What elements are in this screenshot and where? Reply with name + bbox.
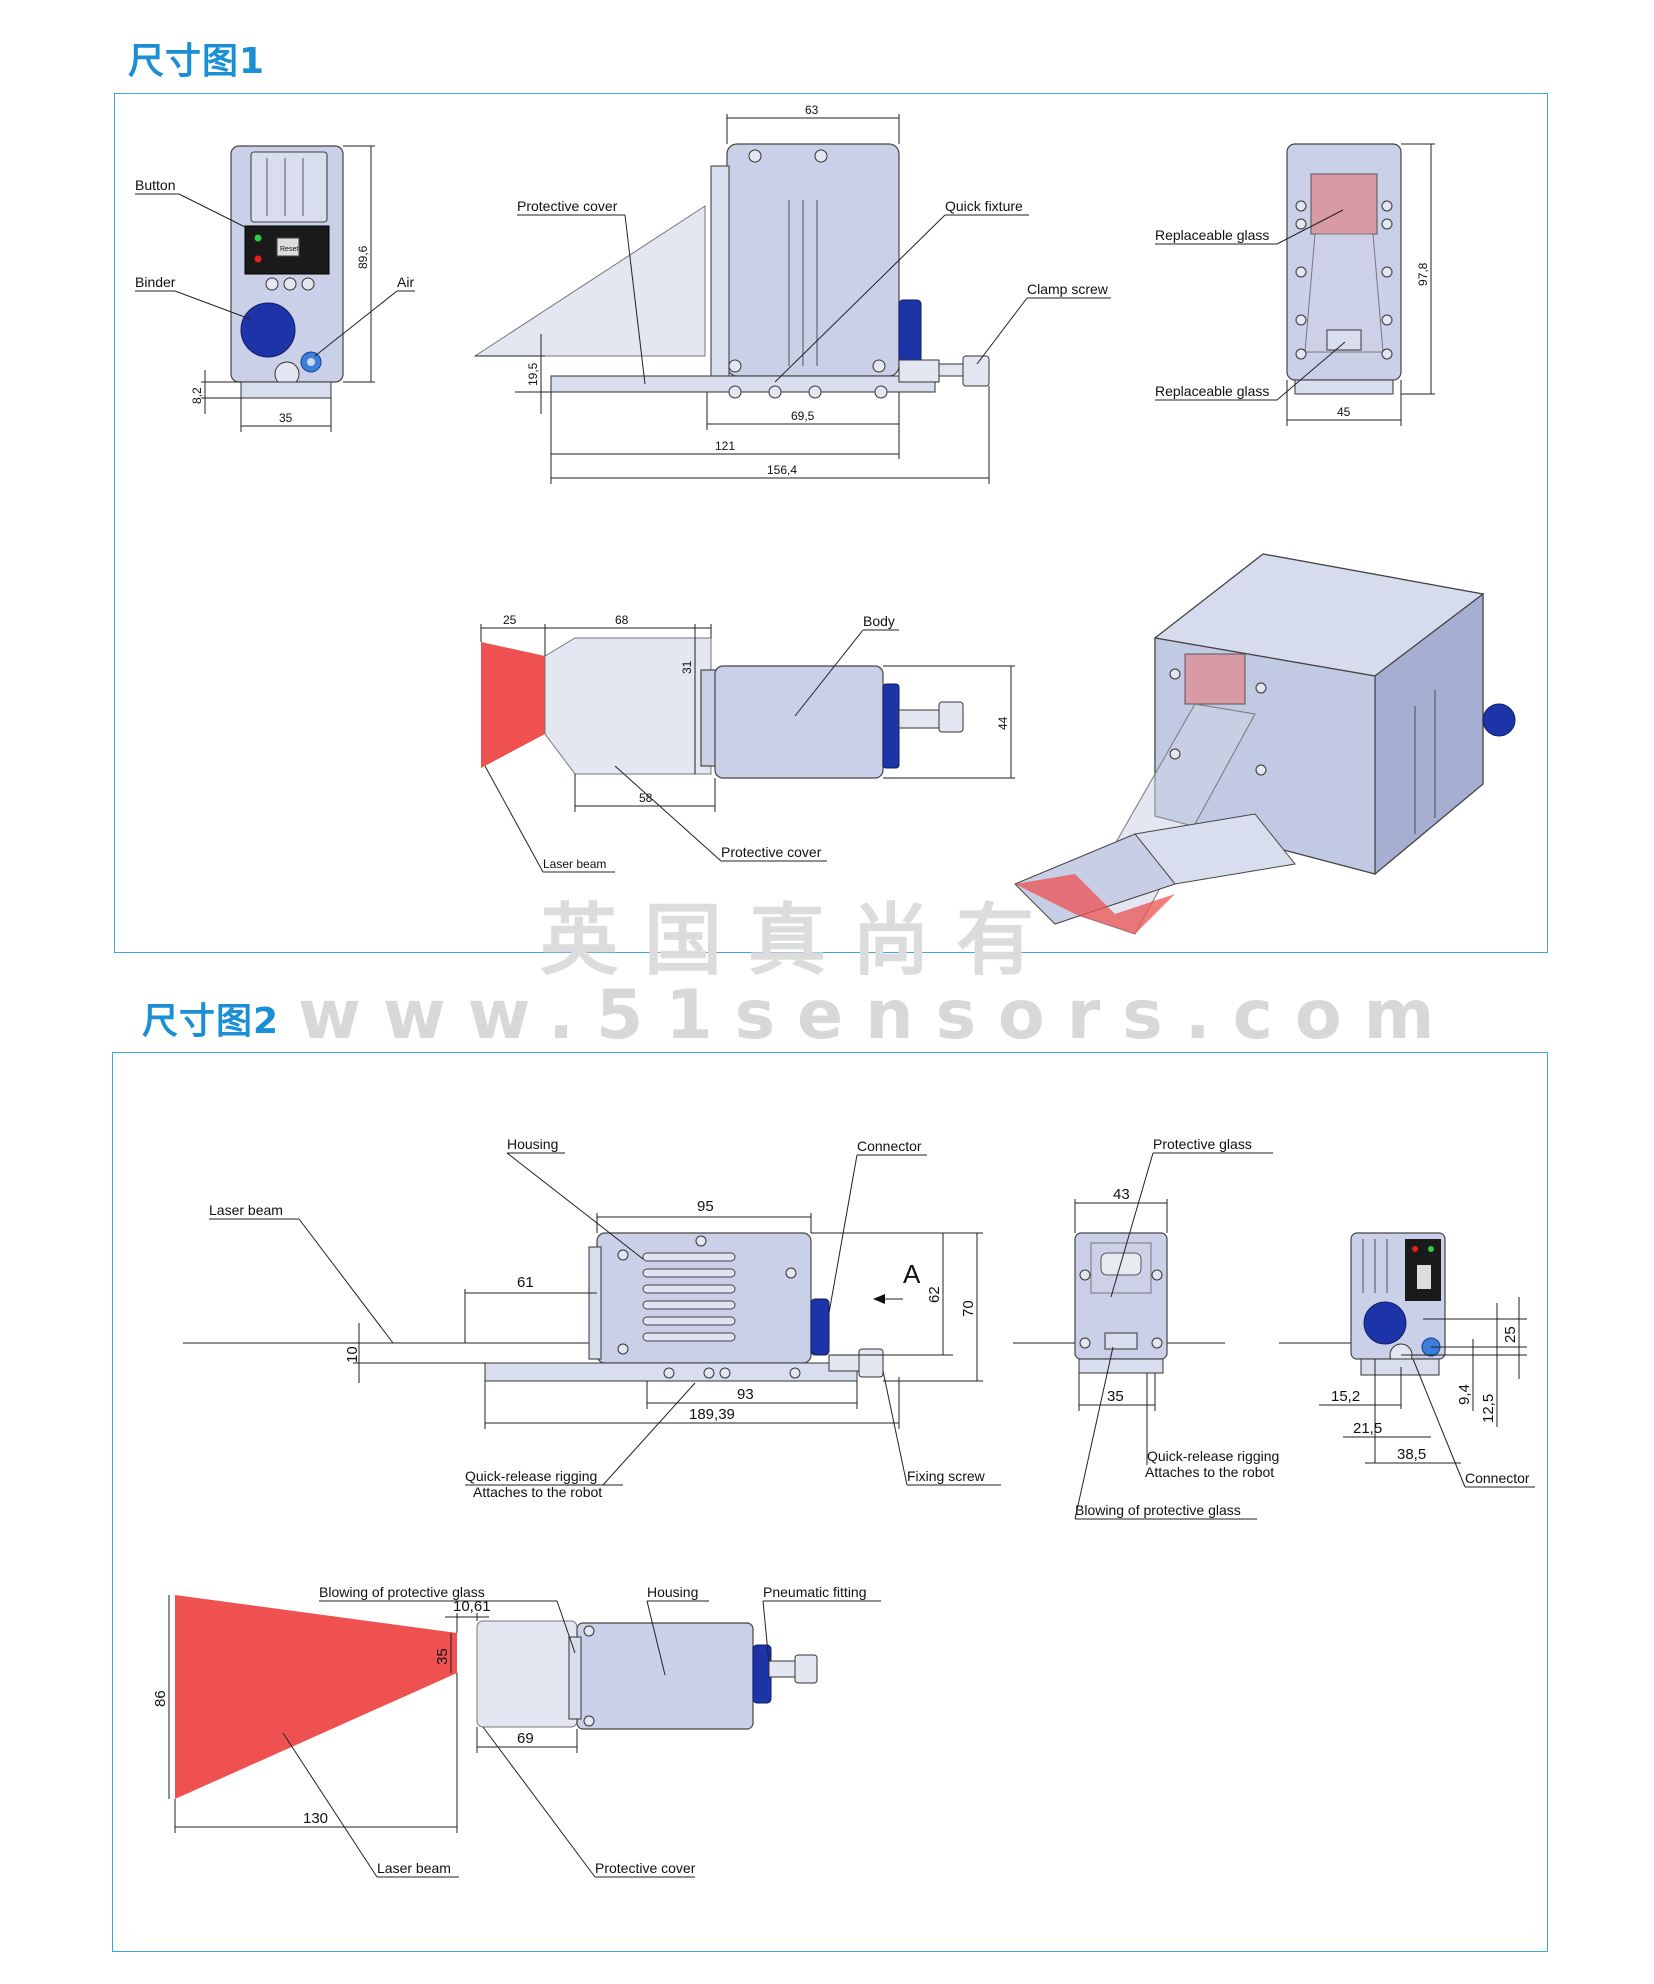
rear-view: 97,8 45 Replaceable glass Replaceable gl… bbox=[1155, 143, 1435, 426]
s2-front-view: 43 35 Protective glass Quick-release rig… bbox=[1013, 1136, 1279, 1520]
watermark-cn: 英国真尚有 bbox=[540, 896, 1061, 986]
s2-dim-95: 95 bbox=[697, 1198, 714, 1215]
body-label: Body bbox=[863, 613, 895, 629]
s2-quick-release-b2: Attaches to the robot bbox=[1145, 1464, 1274, 1480]
dim-35: 35 bbox=[279, 411, 293, 425]
laser-beam-label: Laser beam bbox=[543, 857, 606, 871]
s2-connector-right-label: Connector bbox=[1465, 1470, 1530, 1486]
dim-44: 44 bbox=[996, 716, 1010, 730]
s2-dim-10: 10 bbox=[344, 1346, 361, 1363]
reset-label: Reset bbox=[280, 246, 298, 253]
section-1-panel: Reset 89,6 8,2 35 Button Binder Air bbox=[114, 93, 1548, 953]
dim-19-5: 19,5 bbox=[526, 362, 540, 386]
dim-58: 58 bbox=[639, 791, 653, 805]
iso-view bbox=[1014, 553, 1516, 935]
view-a-label: A bbox=[903, 1259, 921, 1289]
s2-quick-release-b1: Quick-release rigging bbox=[1147, 1448, 1279, 1464]
s2-dim-69: 69 bbox=[517, 1730, 534, 1747]
s2-quick-release-1: Quick-release rigging bbox=[465, 1468, 597, 1484]
s2-connector-label: Connector bbox=[857, 1138, 922, 1154]
dim-97-8: 97,8 bbox=[1416, 262, 1430, 286]
dim-121: 121 bbox=[715, 439, 735, 453]
s2-protective-cover-label: Protective cover bbox=[595, 1860, 696, 1876]
dim-31: 31 bbox=[680, 660, 694, 674]
s2-dim-35b: 35 bbox=[434, 1648, 451, 1665]
s2-quick-release-2: Attaches to the robot bbox=[473, 1484, 602, 1500]
section-2-panel: 95 61 10 62 70 A 93 189,39 Housing Conne… bbox=[112, 1052, 1548, 1952]
button-label: Button bbox=[135, 177, 175, 193]
quick-fixture-label: Quick fixture bbox=[945, 198, 1023, 214]
replaceable-glass-top-label: Replaceable glass bbox=[1155, 227, 1269, 243]
section-2-drawing: 95 61 10 62 70 A 93 189,39 Housing Conne… bbox=[152, 1136, 1535, 1878]
dim-45: 45 bbox=[1337, 405, 1351, 419]
air-label: Air bbox=[397, 274, 414, 290]
s2-dim-9-4: 9,4 bbox=[1456, 1384, 1473, 1405]
s2-dim-21-5: 21,5 bbox=[1353, 1420, 1382, 1437]
s2-blowing-glass-bottom-label: Blowing of protective glass bbox=[319, 1584, 485, 1600]
s2-side-view: 95 61 10 62 70 A 93 189,39 Housing Conne… bbox=[183, 1136, 1001, 1500]
s2-dim-12-5: 12,5 bbox=[1480, 1394, 1497, 1423]
s2-rear-view: 25 9,4 12,5 15,2 21,5 38,5 Connector bbox=[1279, 1232, 1535, 1488]
s2-dim-86: 86 bbox=[152, 1690, 169, 1707]
s2-fixing-screw-label: Fixing screw bbox=[907, 1468, 986, 1484]
dim-25: 25 bbox=[503, 613, 517, 627]
front-view: Reset 89,6 8,2 35 Button Binder Air bbox=[135, 145, 415, 432]
s2-housing-bottom-label: Housing bbox=[647, 1584, 698, 1600]
s2-dim-93: 93 bbox=[737, 1386, 754, 1403]
protective-cover-bottom-label: Protective cover bbox=[721, 844, 822, 860]
s2-dim-15-2: 15,2 bbox=[1331, 1388, 1360, 1405]
s2-dim-61: 61 bbox=[517, 1274, 534, 1291]
dim-63: 63 bbox=[805, 103, 819, 117]
s2-dim-38-5: 38,5 bbox=[1397, 1446, 1426, 1463]
top-view: 25 68 31 44 58 Body Laser beam Protectiv… bbox=[480, 613, 1015, 873]
s2-laser-beam-bottom-label: Laser beam bbox=[377, 1860, 451, 1876]
s2-dim-35: 35 bbox=[1107, 1388, 1124, 1405]
section-2-title: 尺寸图2 bbox=[142, 1001, 280, 1042]
s2-laser-beam-label: Laser beam bbox=[209, 1202, 283, 1218]
s2-protective-glass-label: Protective glass bbox=[1153, 1136, 1252, 1152]
s2-top-view: 86 35 10,61 130 69 Blowing of protective… bbox=[152, 1584, 881, 1878]
binder-label: Binder bbox=[135, 274, 176, 290]
s2-dim-62: 62 bbox=[926, 1286, 943, 1303]
replaceable-glass-bottom-label: Replaceable glass bbox=[1155, 383, 1269, 399]
side-view: 63 19,5 69,5 121 156,4 Protective cover … bbox=[473, 103, 1111, 484]
section-1-title: 尺寸图1 bbox=[128, 41, 266, 82]
dim-89-6: 89,6 bbox=[356, 245, 370, 269]
s2-pneumatic-fitting-label: Pneumatic fitting bbox=[763, 1584, 867, 1600]
section-1-drawing: Reset 89,6 8,2 35 Button Binder Air bbox=[135, 103, 1516, 935]
dim-8-2: 8,2 bbox=[190, 387, 204, 404]
s2-dim-70: 70 bbox=[960, 1300, 977, 1317]
protective-cover-label: Protective cover bbox=[517, 198, 618, 214]
dim-156-4: 156,4 bbox=[767, 463, 797, 477]
s2-dim-130: 130 bbox=[303, 1810, 328, 1827]
clamp-screw-label: Clamp screw bbox=[1027, 281, 1109, 297]
s2-dim-25: 25 bbox=[1502, 1326, 1519, 1343]
s2-dim-43: 43 bbox=[1113, 1186, 1130, 1203]
s2-housing-label: Housing bbox=[507, 1136, 558, 1152]
watermark-url: www.51sensors.com bbox=[298, 976, 1457, 1055]
dim-69-5: 69,5 bbox=[791, 409, 815, 423]
s2-dim-10-61: 10,61 bbox=[453, 1598, 491, 1615]
dim-68: 68 bbox=[615, 613, 629, 627]
s2-dim-189-39: 189,39 bbox=[689, 1406, 735, 1423]
s2-blowing-glass-label: Blowing of protective glass bbox=[1075, 1502, 1241, 1518]
